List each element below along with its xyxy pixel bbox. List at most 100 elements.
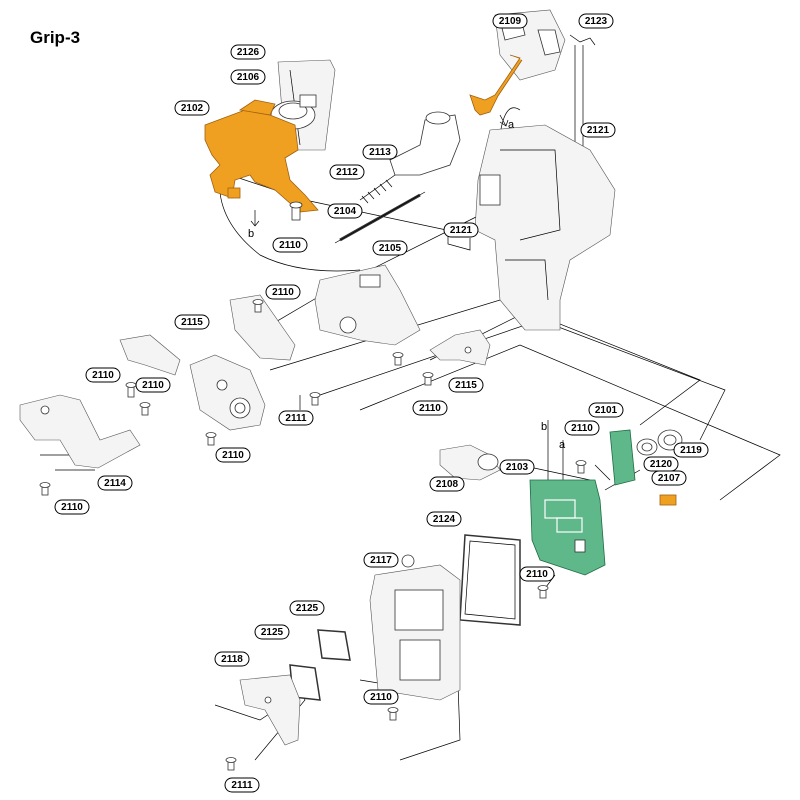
part-2114-lever-bracket xyxy=(19,334,181,469)
ref-b-board: b xyxy=(541,421,547,433)
part-2124-sheet xyxy=(459,534,521,626)
callout-2109: 2109 xyxy=(492,13,528,29)
callout-2107: 2107 xyxy=(651,470,687,486)
part-2125-seal-a xyxy=(317,629,351,661)
callout-2101: 2101 xyxy=(588,402,624,418)
callout-label: 2104 xyxy=(334,206,357,217)
part-2116-plate xyxy=(229,294,296,361)
part-2103-green-board xyxy=(529,479,606,576)
callout-label: 2110 xyxy=(526,569,548,580)
callout-2108: 2108 xyxy=(429,476,465,492)
callout-2110: 2110 xyxy=(135,377,171,393)
callout-label: 2102 xyxy=(181,103,204,114)
ref-a-board: a xyxy=(559,439,566,451)
callout-label: 2118 xyxy=(221,654,243,665)
part-2122-clip xyxy=(447,230,471,251)
callout-2119: 2119 xyxy=(673,442,709,458)
direction-arrows xyxy=(250,114,509,227)
callout-2113: 2113 xyxy=(362,144,398,160)
callout-layer: 2126 2106 2102 2112 2104 2110 2105 2121 2109 2123… xyxy=(54,13,709,793)
callout-2121: 2121 xyxy=(580,122,616,138)
callout-label: 2115 xyxy=(181,317,203,328)
callout-label: 2110 xyxy=(272,287,294,298)
callout-label: 2109 xyxy=(499,16,522,27)
callout-label: 2123 xyxy=(585,16,608,27)
callout-label: 2107 xyxy=(658,473,681,484)
callout-label: 2110 xyxy=(222,450,244,461)
callout-label: 2126 xyxy=(237,47,260,58)
callout-2115: 2115 xyxy=(448,377,484,393)
callout-2110: 2110 xyxy=(272,237,308,253)
part-2123-spring xyxy=(569,34,596,46)
callout-2110: 2110 xyxy=(564,420,600,436)
callout-label: 2101 xyxy=(595,405,618,416)
callout-2110: 2110 xyxy=(215,447,251,463)
callout-2110: 2110 xyxy=(265,284,301,300)
diagram-title: Grip-3 xyxy=(30,28,81,47)
callout-2120: 2120 xyxy=(643,456,679,472)
ref-a-top: a xyxy=(508,119,515,131)
callout-label: 2110 xyxy=(571,423,593,434)
screws xyxy=(39,299,587,771)
reference-letters: a b b a xyxy=(248,119,566,451)
callout-2110: 2110 xyxy=(85,367,121,383)
part-2118-bracket xyxy=(239,674,301,746)
callout-2104: 2104 xyxy=(327,203,363,219)
callout-2124: 2124 xyxy=(426,511,462,527)
callout-label: 2105 xyxy=(379,243,402,254)
part-2117-frame xyxy=(369,564,461,701)
callout-2110: 2110 xyxy=(54,499,90,515)
part-2112-spring xyxy=(359,174,396,204)
callout-2126: 2126 xyxy=(230,44,266,60)
callout-2110: 2110 xyxy=(363,689,399,705)
callout-label: 2115 xyxy=(455,380,477,391)
callout-label: 2108 xyxy=(436,479,459,490)
part-mount-frame xyxy=(189,354,266,431)
callout-2111: 2111 xyxy=(278,410,314,426)
callout-2103: 2103 xyxy=(499,459,535,475)
callout-2118: 2118 xyxy=(214,651,250,667)
callout-label: 2103 xyxy=(506,462,529,473)
callout-label: 2125 xyxy=(261,627,284,638)
callout-label: 2119 xyxy=(680,445,702,456)
callout-2111: 2111 xyxy=(224,777,260,793)
callout-label: 2110 xyxy=(419,403,441,414)
ref-b-top: b xyxy=(248,228,254,240)
part-2120-ring xyxy=(636,438,658,456)
callout-label: 2110 xyxy=(370,692,392,703)
callout-2115: 2115 xyxy=(174,314,210,330)
callout-label: 2110 xyxy=(61,502,83,513)
callout-2102: 2102 xyxy=(174,100,210,116)
part-2102-orange-bracket xyxy=(204,99,319,213)
callout-label: 2111 xyxy=(285,413,307,424)
part-2104-shaft xyxy=(334,191,426,244)
part-2113-shaft-housing xyxy=(389,111,461,176)
callout-2125: 2125 xyxy=(254,624,290,640)
callout-label: 2106 xyxy=(237,72,260,83)
callout-2110: 2110 xyxy=(519,566,555,582)
callout-label: 2120 xyxy=(650,459,673,470)
part-2101-green-board xyxy=(609,429,636,486)
callout-label: 2110 xyxy=(142,380,164,391)
callout-label: 2113 xyxy=(369,147,391,158)
callout-2125: 2125 xyxy=(289,600,325,616)
part-2108-connector xyxy=(439,444,501,481)
callout-label: 2125 xyxy=(296,603,319,614)
callout-label: 2121 xyxy=(450,225,473,236)
part-2105-mechanism xyxy=(314,264,421,346)
callout-label: 2112 xyxy=(336,167,358,178)
callout-2121: 2121 xyxy=(443,222,479,238)
callout-label: 2124 xyxy=(433,514,456,525)
callout-label: 2110 xyxy=(92,370,114,381)
callout-2112: 2112 xyxy=(329,164,365,180)
callout-label: 2117 xyxy=(370,555,392,566)
callout-label: 2114 xyxy=(104,478,126,489)
part-2115-bracket xyxy=(429,329,491,366)
part-2111-screw-top xyxy=(289,201,303,221)
callout-label: 2110 xyxy=(279,240,301,251)
callout-2110: 2110 xyxy=(412,400,448,416)
part-2107-orange-clip xyxy=(659,494,677,506)
callout-label: 2121 xyxy=(587,125,610,136)
